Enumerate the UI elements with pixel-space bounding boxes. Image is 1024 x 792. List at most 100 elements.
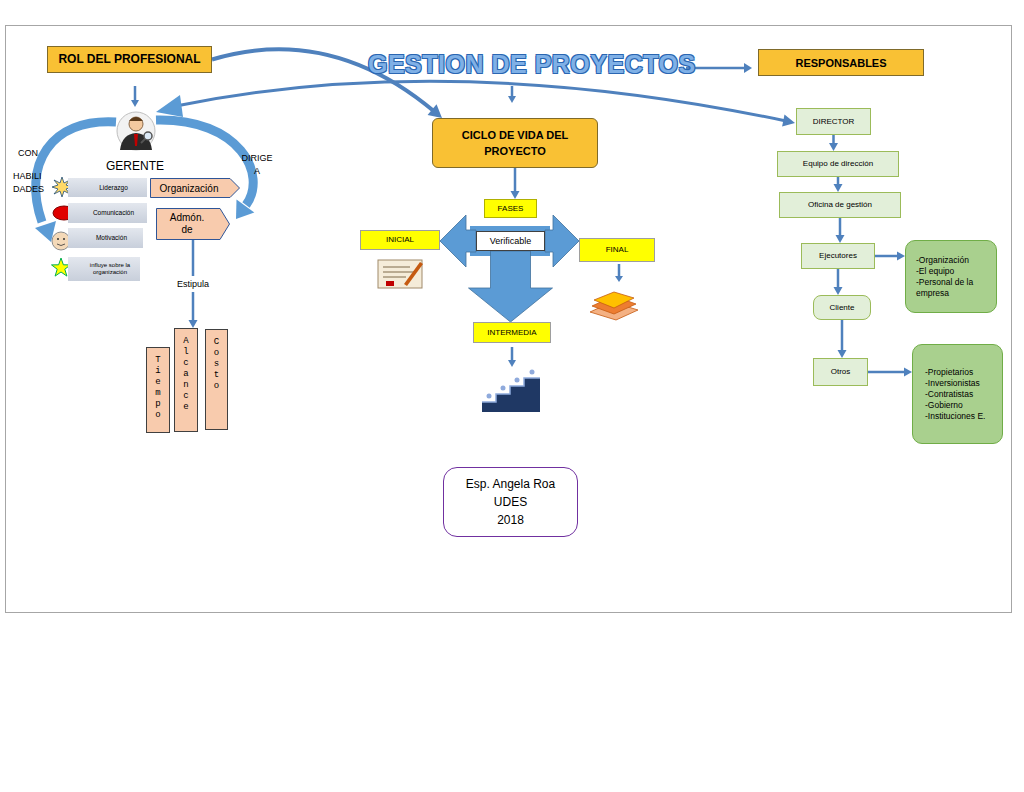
node-text: -Personal de la empresa <box>916 277 996 299</box>
node-text: 2018 <box>497 511 524 529</box>
skill-box: Liderazgo <box>68 178 147 197</box>
arrow-box: Organización <box>150 178 240 198</box>
skill-box: Comunicación <box>68 203 147 223</box>
arrow-head <box>829 143 838 151</box>
stairs-edge <box>482 378 540 402</box>
document-line <box>383 277 406 278</box>
node-text: influye sobre la organización <box>85 262 135 276</box>
connector-line <box>837 177 840 184</box>
text-label: GERENTE <box>104 158 166 175</box>
node-text: Costo <box>214 337 219 392</box>
node-text: Admón. de <box>166 212 208 236</box>
connector <box>829 135 838 151</box>
connector <box>834 269 843 295</box>
arrow-head <box>897 252 905 261</box>
connector-line <box>837 269 840 287</box>
header-box: ROL DEL PROFESIONAL <box>47 46 212 73</box>
diagram-title: GESTION DE PROYECTOS <box>368 50 688 79</box>
arrow-line <box>134 86 137 100</box>
node-text: Esp. Angela Roa <box>466 475 555 493</box>
fat-arrow <box>440 215 476 267</box>
arrow-box: Admón. de <box>156 208 230 240</box>
phase-box: INICIAL <box>360 230 440 250</box>
fat-arrow-shape <box>545 215 579 267</box>
arrow-head <box>838 350 847 358</box>
arrow-head <box>508 360 516 367</box>
node-text: Oficina de gestión <box>808 200 872 210</box>
arrow-head <box>189 320 198 328</box>
person-icon <box>487 394 492 399</box>
node-text: CICLO DE VIDA DEL PROYECTO <box>455 127 575 159</box>
list-box: -Organización-El equipo-Personal de la e… <box>905 240 997 313</box>
connector-line <box>841 320 844 350</box>
author-box: Esp. Angela RoaUDES2018 <box>443 467 578 537</box>
arrow-head <box>131 100 139 107</box>
connector-line <box>839 218 842 235</box>
face-eye <box>57 238 59 240</box>
role-box: Otros <box>813 358 868 386</box>
manager-body <box>120 133 152 150</box>
role-box: Oficina de gestión <box>779 192 901 218</box>
document-icon <box>378 260 422 288</box>
fat-arrow-shape <box>440 215 476 267</box>
arrow-line <box>686 67 744 70</box>
skill-box: Motivación <box>68 228 143 248</box>
node-text: FINAL <box>606 245 629 255</box>
fat-arrow <box>545 215 579 267</box>
connector <box>868 368 912 377</box>
header-box: CICLO DE VIDA DEL PROYECTO <box>432 118 598 168</box>
connector <box>511 168 520 199</box>
face-eye <box>63 238 65 240</box>
node-text: Motivación <box>96 234 127 242</box>
arrow-shape-outline <box>151 179 240 198</box>
node-text: -Gobierno <box>925 400 963 411</box>
fat-arrow-shape <box>469 251 553 322</box>
person-icon <box>501 386 506 391</box>
node-text: ROL DEL PROFESIONAL <box>58 52 200 67</box>
connector <box>836 218 845 243</box>
bar-box: Costo <box>205 329 228 430</box>
header-box: RESPONSABLES <box>758 49 924 76</box>
text-label: CON <box>18 147 48 160</box>
role-box: DIRECTOR <box>796 108 871 135</box>
connector <box>834 177 843 192</box>
text-label: DIRIGE A <box>240 152 274 178</box>
node-text: FASES <box>498 204 524 214</box>
node-text: -Contratistas <box>925 389 973 400</box>
node-text: -Inversionistas <box>925 378 980 389</box>
person-icon <box>530 370 535 375</box>
bar-box: Tiempo <box>146 347 170 433</box>
stack-icon <box>594 292 634 308</box>
node-text: Organización <box>160 182 219 195</box>
phase-box: INTERMEDIA <box>473 322 551 343</box>
connector-line <box>868 371 904 374</box>
node-text: INICIAL <box>386 235 414 245</box>
arrow-shape-outline <box>157 209 230 240</box>
text-label: HABILI DADES <box>13 170 45 196</box>
role-box: Cliente <box>813 295 871 320</box>
node-text: Liderazgo <box>99 184 128 192</box>
node-text: Tiempo <box>155 355 160 421</box>
arrow-head <box>834 184 843 192</box>
node-text: UDES <box>494 493 527 511</box>
arrow-head <box>508 96 516 103</box>
connector <box>875 252 905 261</box>
arrow-head <box>615 276 623 282</box>
node-text: Ejecutores <box>819 251 857 261</box>
arrow-line <box>511 86 514 96</box>
curved-arrow <box>176 81 786 121</box>
manager-hair <box>129 117 143 121</box>
stairs-icon <box>482 378 540 412</box>
page-frame <box>6 26 1012 613</box>
document-stamp <box>386 281 394 286</box>
node-text: Otros <box>831 367 851 377</box>
connector-line <box>514 168 517 191</box>
manager-tie <box>134 134 138 146</box>
arrow-head <box>782 115 795 127</box>
arrow-head <box>904 368 912 377</box>
face-mouth <box>57 244 65 246</box>
phase-box: FINAL <box>579 238 655 262</box>
list-box: -Propietarios-Inversionistas-Contratista… <box>912 344 1003 444</box>
